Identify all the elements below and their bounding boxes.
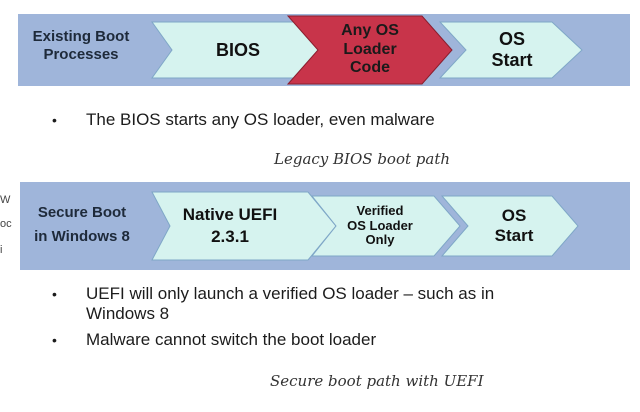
bullet-icon: • xyxy=(52,286,57,302)
secure-bullet-1-line2: Windows 8 xyxy=(86,304,170,324)
legacy-caption: Legacy BIOS boot path xyxy=(274,150,451,168)
secure-bullet-text: UEFI will only launch a verified OS load… xyxy=(86,284,494,325)
legacy-stage-bios-text: BIOS xyxy=(215,39,260,60)
secure-bullet-2-text: Malware cannot switch the boot loader xyxy=(86,330,377,349)
secure-label-line2: in Windows 8 xyxy=(34,228,130,245)
secure-boot-label: Secure Boot in Windows 8 xyxy=(20,204,144,246)
secure-chevron-verified-loader xyxy=(310,195,461,257)
legacy-stage-any-os-line2: Loader xyxy=(343,40,397,58)
secure-stage-native-uefi: Native UEFI 2.3.1 xyxy=(156,196,304,256)
secure-caption: Secure boot path with UEFI xyxy=(270,372,484,390)
secure-stage-verified-loader: Verified OS Loader Only xyxy=(328,198,432,254)
secure-chevron-flow xyxy=(151,191,579,261)
edge-fragment: W xyxy=(0,194,11,206)
secure-stage-os-start: OS Start xyxy=(466,198,562,254)
secure-stage-os-start-line2: Start xyxy=(494,226,534,245)
legacy-stage-bios: BIOS xyxy=(178,22,298,78)
edge-fragment: i xyxy=(0,244,3,256)
bullet-icon: • xyxy=(52,112,57,128)
legacy-boot-label: Existing Boot Processes xyxy=(18,28,144,64)
secure-boot-band: Secure Boot in Windows 8 Native UEFI 2.3… xyxy=(20,182,630,270)
legacy-stage-os-start: OS Start xyxy=(464,22,560,78)
secure-stage-verified-line3: Only xyxy=(365,232,395,248)
legacy-stage-os-start-line1: OS xyxy=(498,29,525,50)
secure-bullet-1-line1: UEFI will only launch a verified OS load… xyxy=(86,284,495,303)
secure-chevron-native-uefi xyxy=(151,191,337,261)
secure-stage-native-uefi-line2: 2.3.1 xyxy=(211,227,249,246)
secure-bullet-item: • UEFI will only launch a verified OS lo… xyxy=(52,284,612,325)
legacy-label-line2: Processes xyxy=(43,46,119,63)
secure-stage-verified-line1: Verified xyxy=(356,202,404,218)
secure-label-line1: Secure Boot xyxy=(37,204,127,221)
legacy-stage-any-os-line1: Any OS xyxy=(341,22,399,40)
bullet-icon: • xyxy=(52,332,57,348)
secure-chevron-os-start xyxy=(440,195,579,257)
legacy-stage-os-start-line2: Start xyxy=(491,50,533,70)
legacy-bullet-text: The BIOS starts any OS loader, even malw… xyxy=(86,110,435,129)
legacy-stage-any-os-loader: Any OS Loader Code xyxy=(318,18,422,82)
legacy-label-line1: Existing Boot xyxy=(32,28,130,45)
secure-stage-os-start-line1: OS xyxy=(501,206,527,226)
legacy-stage-any-os-line3: Code xyxy=(350,59,390,77)
legacy-chevron-flow xyxy=(151,15,583,85)
secure-stage-verified-line2: OS Loader xyxy=(347,217,413,233)
secure-stage-native-uefi-line1: Native UEFI xyxy=(182,205,278,225)
legacy-boot-band: Existing Boot Processes BIOS Any OS Load… xyxy=(18,14,630,86)
legacy-chevron-os-start xyxy=(438,21,583,79)
legacy-bullet-item: • The BIOS starts any OS loader, even ma… xyxy=(52,110,612,130)
edge-fragment: oc xyxy=(0,218,12,230)
secure-bullet-item: • Malware cannot switch the boot loader xyxy=(52,330,612,350)
legacy-chevron-any-os-loader xyxy=(286,15,453,85)
